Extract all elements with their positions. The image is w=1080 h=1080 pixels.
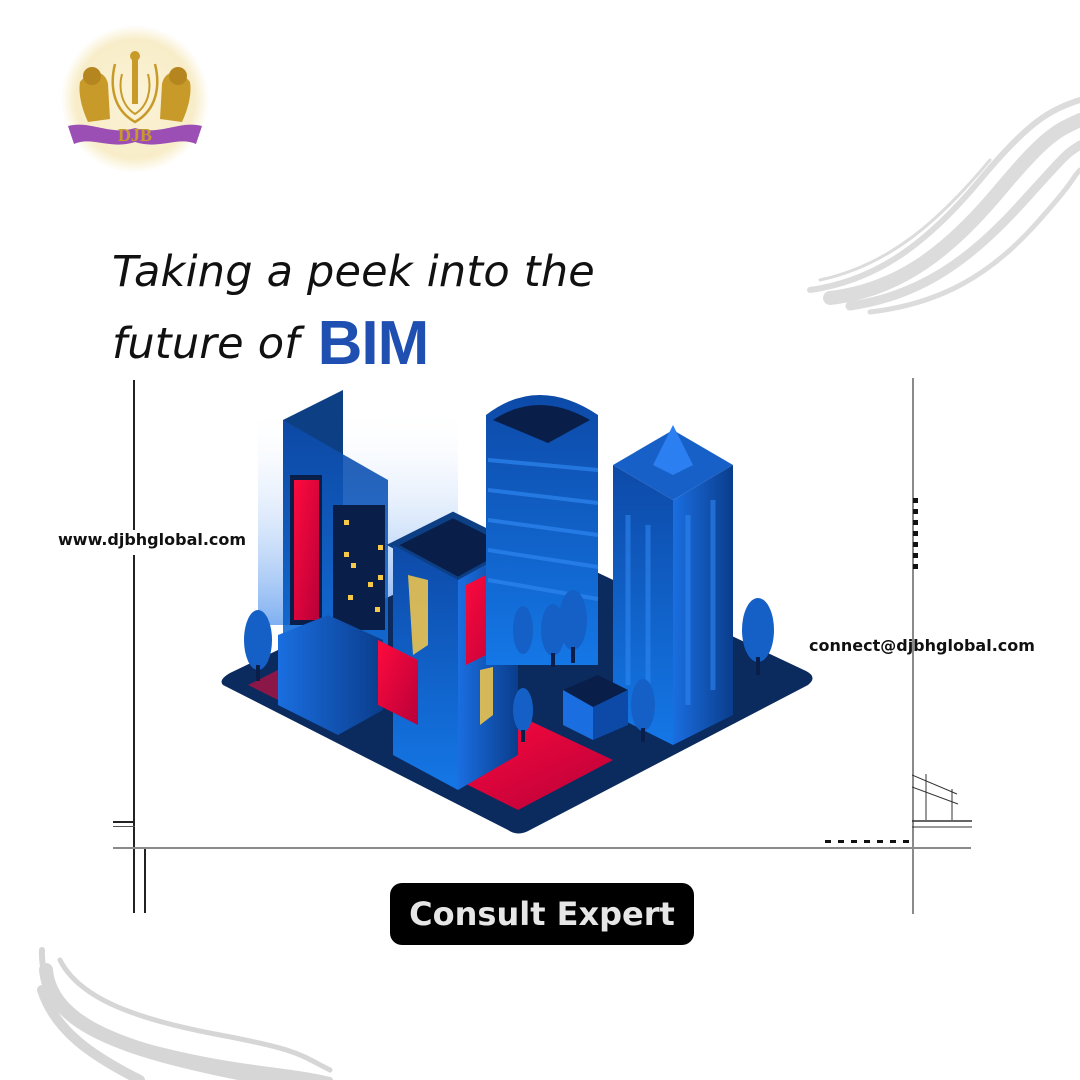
frame-line-right	[912, 378, 914, 914]
consult-expert-button[interactable]: Consult Expert	[390, 883, 694, 945]
frame-tick-left	[113, 821, 135, 823]
frame-tick-left-2	[113, 826, 135, 827]
brush-stroke-bottom-left-icon	[37, 947, 333, 1080]
headline-line-2: future of BIM	[112, 308, 595, 380]
building-sketch-icon	[912, 774, 972, 828]
crest-with-lions-icon: DJB	[61, 25, 209, 173]
svg-text:DJB: DJB	[118, 125, 152, 145]
consult-expert-label: Consult Expert	[409, 895, 675, 933]
brush-stroke-top-right-icon	[807, 97, 1080, 315]
dotted-marker-vertical	[913, 498, 918, 572]
frame-line-left	[133, 380, 135, 530]
headline-line-1: Taking a peek into the	[112, 247, 595, 297]
company-logo: DJB	[60, 24, 210, 174]
frame-baseline	[113, 847, 971, 849]
frame-line-left-inner	[144, 848, 146, 913]
email-link[interactable]: connect@djbhglobal.com	[809, 636, 1035, 655]
headline-line-2-text: future of	[112, 319, 300, 369]
website-link[interactable]: www.djbhglobal.com	[58, 530, 247, 549]
headline-highlight-bim: BIM	[317, 309, 430, 378]
dashed-marker-horizontal	[825, 840, 909, 843]
frame-line-left-lower	[133, 555, 135, 913]
isometric-city-buildings-icon	[221, 390, 813, 834]
headline: Taking a peek into the future of BIM	[112, 236, 595, 380]
